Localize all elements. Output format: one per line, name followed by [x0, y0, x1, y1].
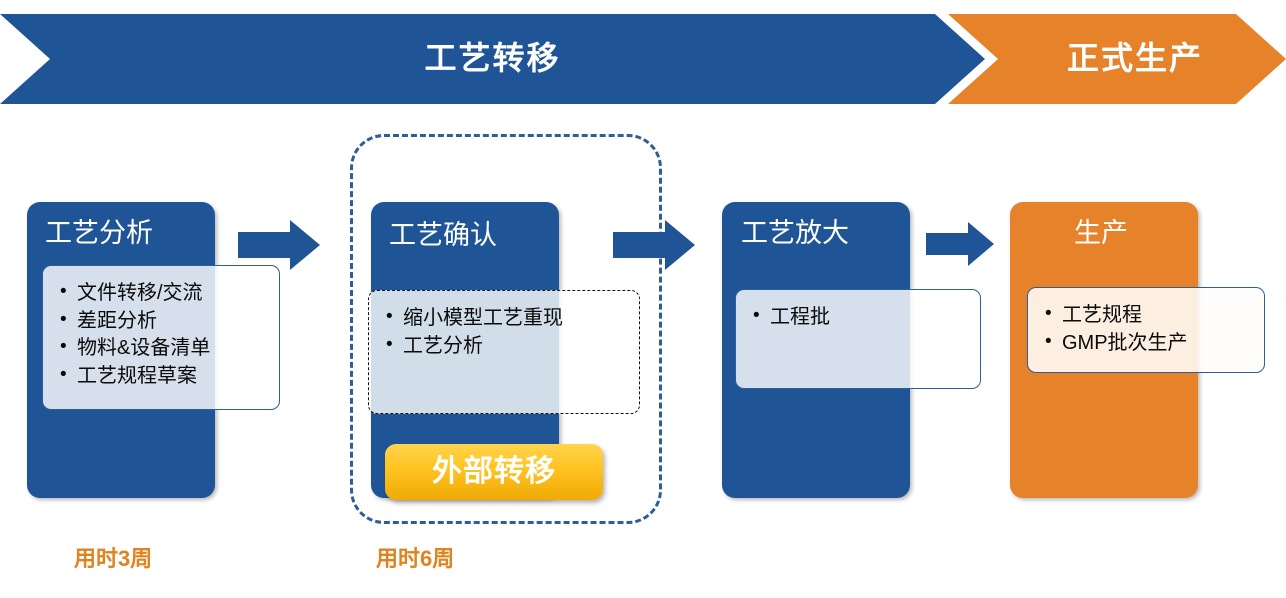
duration-stage-process-analysis: 用时3周 [74, 546, 153, 571]
external-transfer-badge-label: 外部转移 [432, 455, 556, 488]
stage-1-bullet-list: 文件转移/交流 差距分析 物料&设备清单 工艺规程草案 [57, 279, 269, 391]
banner-label-process-transfer: 工艺转移 [424, 40, 561, 76]
arrow-stage3-to-stage4 [926, 222, 994, 266]
list-item: 缩小模型工艺重现 [386, 304, 629, 333]
stage-1-callout: 文件转移/交流 差距分析 物料&设备清单 工艺规程草案 [42, 265, 280, 410]
stage-2-bullet-list: 缩小模型工艺重现 工艺分析 [383, 304, 629, 361]
arrow-stage2-to-stage3 [613, 220, 695, 270]
list-item: 工程批 [753, 303, 970, 332]
stage-2-title: 工艺确认 [389, 220, 497, 250]
banner-chevron-production [948, 14, 1286, 104]
list-item: GMP批次生产 [1045, 329, 1254, 358]
stage-4-bullet-list: 工艺规程 GMP批次生产 [1042, 301, 1254, 358]
stage-1-title: 工艺分析 [45, 218, 153, 248]
arrow-stage1-to-stage2 [238, 220, 320, 270]
phase-banner [0, 14, 1286, 104]
banner-chevron-transfer [0, 14, 985, 104]
stage-3-bullet-list: 工程批 [750, 303, 970, 332]
list-item: 物料&设备清单 [60, 334, 269, 363]
duration-stage-process-confirmation: 用时6周 [376, 546, 455, 571]
external-transfer-group-border [350, 134, 662, 524]
stage-3-title: 工艺放大 [741, 218, 849, 248]
list-item: 工艺规程草案 [60, 362, 269, 391]
stage-4-title: 生产 [1074, 218, 1128, 248]
banner-label-formal-production: 正式生产 [1066, 40, 1203, 76]
list-item: 工艺规程 [1045, 301, 1254, 330]
list-item: 文件转移/交流 [60, 279, 269, 308]
list-item: 差距分析 [60, 307, 269, 336]
stage-3-callout: 工程批 [735, 289, 981, 389]
stage-4-callout: 工艺规程 GMP批次生产 [1027, 287, 1265, 373]
external-transfer-badge[interactable]: 外部转移 [385, 444, 603, 500]
list-item: 工艺分析 [386, 332, 629, 361]
stage-2-callout: 缩小模型工艺重现 工艺分析 [368, 290, 640, 414]
